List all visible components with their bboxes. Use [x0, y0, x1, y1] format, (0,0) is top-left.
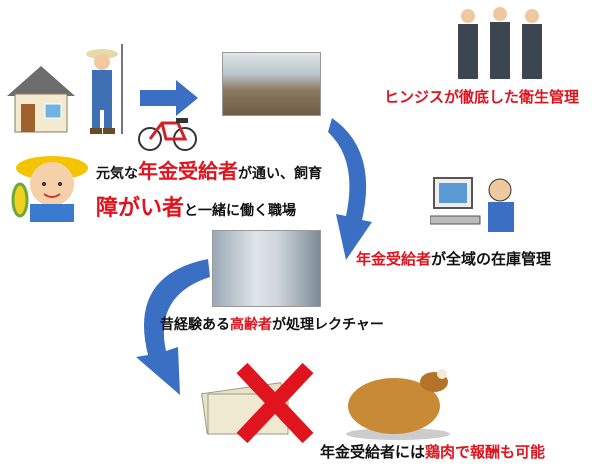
house-icon — [7, 66, 75, 133]
hygiene-caption: ヒンジスが徹底した衛生管理 — [384, 88, 580, 106]
barn-photo — [222, 52, 321, 116]
curved-arrow-down-icon — [328, 118, 372, 260]
workplace-caption-line2: 障がい者と一緒に働く職場 — [96, 190, 296, 222]
caption-highlight: 鶏肉で報酬も可能 — [425, 443, 546, 461]
roast-chicken-icon — [346, 369, 450, 440]
workplace-caption-line1: 元気な年金受給者が通い、飼育 — [96, 155, 322, 184]
caption-text: 元気な — [96, 166, 138, 182]
caption-text: 年金受給者には — [320, 443, 426, 461]
right-arrow-icon — [140, 80, 198, 116]
computer-worker-icon — [430, 177, 514, 232]
boy-with-corn-icon — [11, 156, 88, 222]
bicycle-icon — [138, 118, 197, 151]
businessmen-icon — [458, 7, 542, 79]
caption-text: が全域の在庫管理 — [431, 250, 552, 268]
caption-text: と一緒に働く職場 — [184, 203, 297, 219]
inventory-caption: 年金受給者が全域の在庫管理 — [356, 248, 551, 269]
caption-highlight: 年金受給者 — [356, 250, 432, 268]
caption-highlight: 障がい者 — [96, 196, 185, 221]
caption-text: 昔経験ある — [160, 317, 230, 333]
curved-arrow-down-left-icon — [136, 259, 210, 395]
farmer-icon — [86, 44, 123, 134]
caption-text: が通い、飼育 — [238, 166, 322, 182]
caption-text: が処理レクチャー — [272, 317, 384, 333]
processing-photo — [212, 230, 321, 307]
reward-caption: 年金受給者には鶏肉で報酬も可能 — [320, 441, 545, 462]
money-crossed-out-icon — [201, 362, 314, 444]
caption-highlight: 高齢者 — [230, 317, 272, 333]
caption-highlight: 年金受給者 — [138, 159, 238, 183]
lecture-caption: 昔経験ある高齢者が処理レクチャー — [160, 314, 384, 334]
